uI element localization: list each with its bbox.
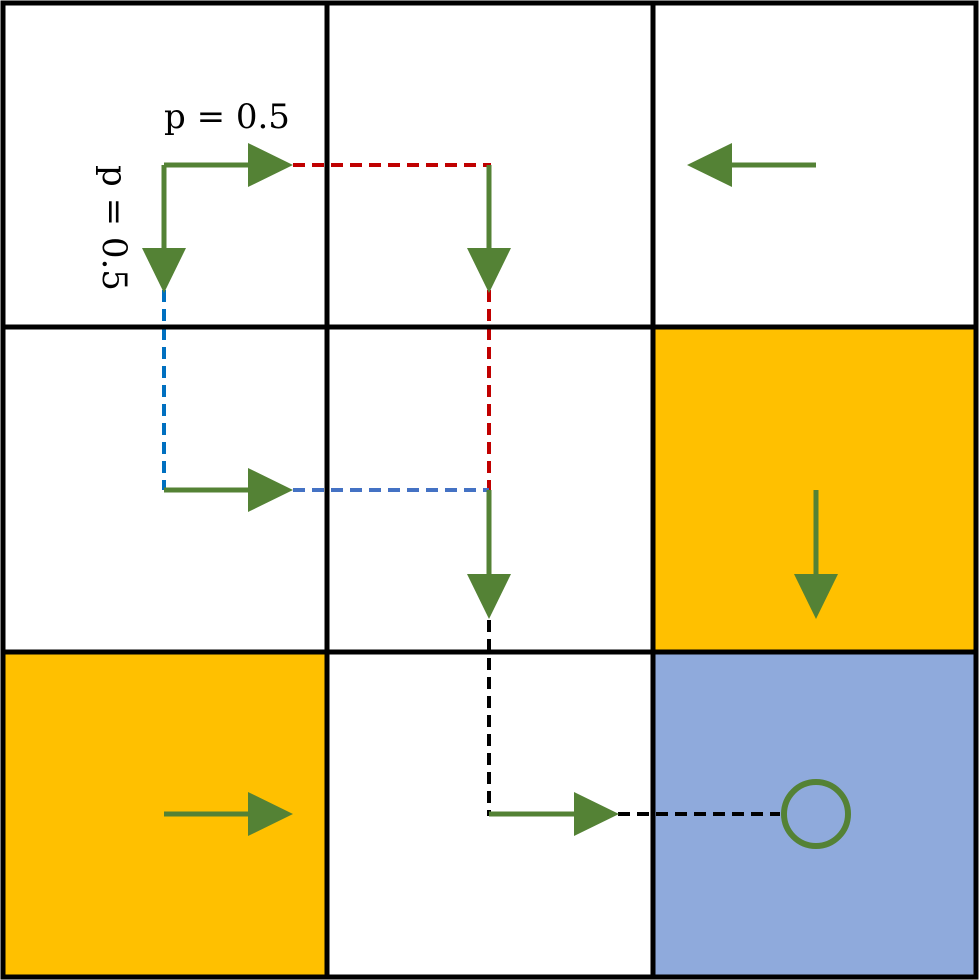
arrow-down-icon bbox=[467, 165, 511, 293]
right-probability-label: p = 0.5 bbox=[164, 97, 290, 137]
goal-circle-icon bbox=[781, 779, 851, 849]
arrow-left-icon bbox=[687, 143, 816, 187]
arrow-right-icon bbox=[164, 143, 293, 187]
arrow-down-icon bbox=[467, 490, 511, 619]
policy-arrows bbox=[142, 143, 851, 849]
arrow-right-icon bbox=[164, 468, 293, 512]
cell-r2-c2-goal bbox=[653, 652, 975, 976]
arrow-down-icon bbox=[142, 165, 186, 293]
down-probability-label: p = 0.5 bbox=[94, 165, 134, 291]
arrow-right-icon bbox=[164, 792, 293, 836]
arrow-right-icon bbox=[489, 792, 619, 836]
arrow-down-icon bbox=[794, 490, 838, 619]
